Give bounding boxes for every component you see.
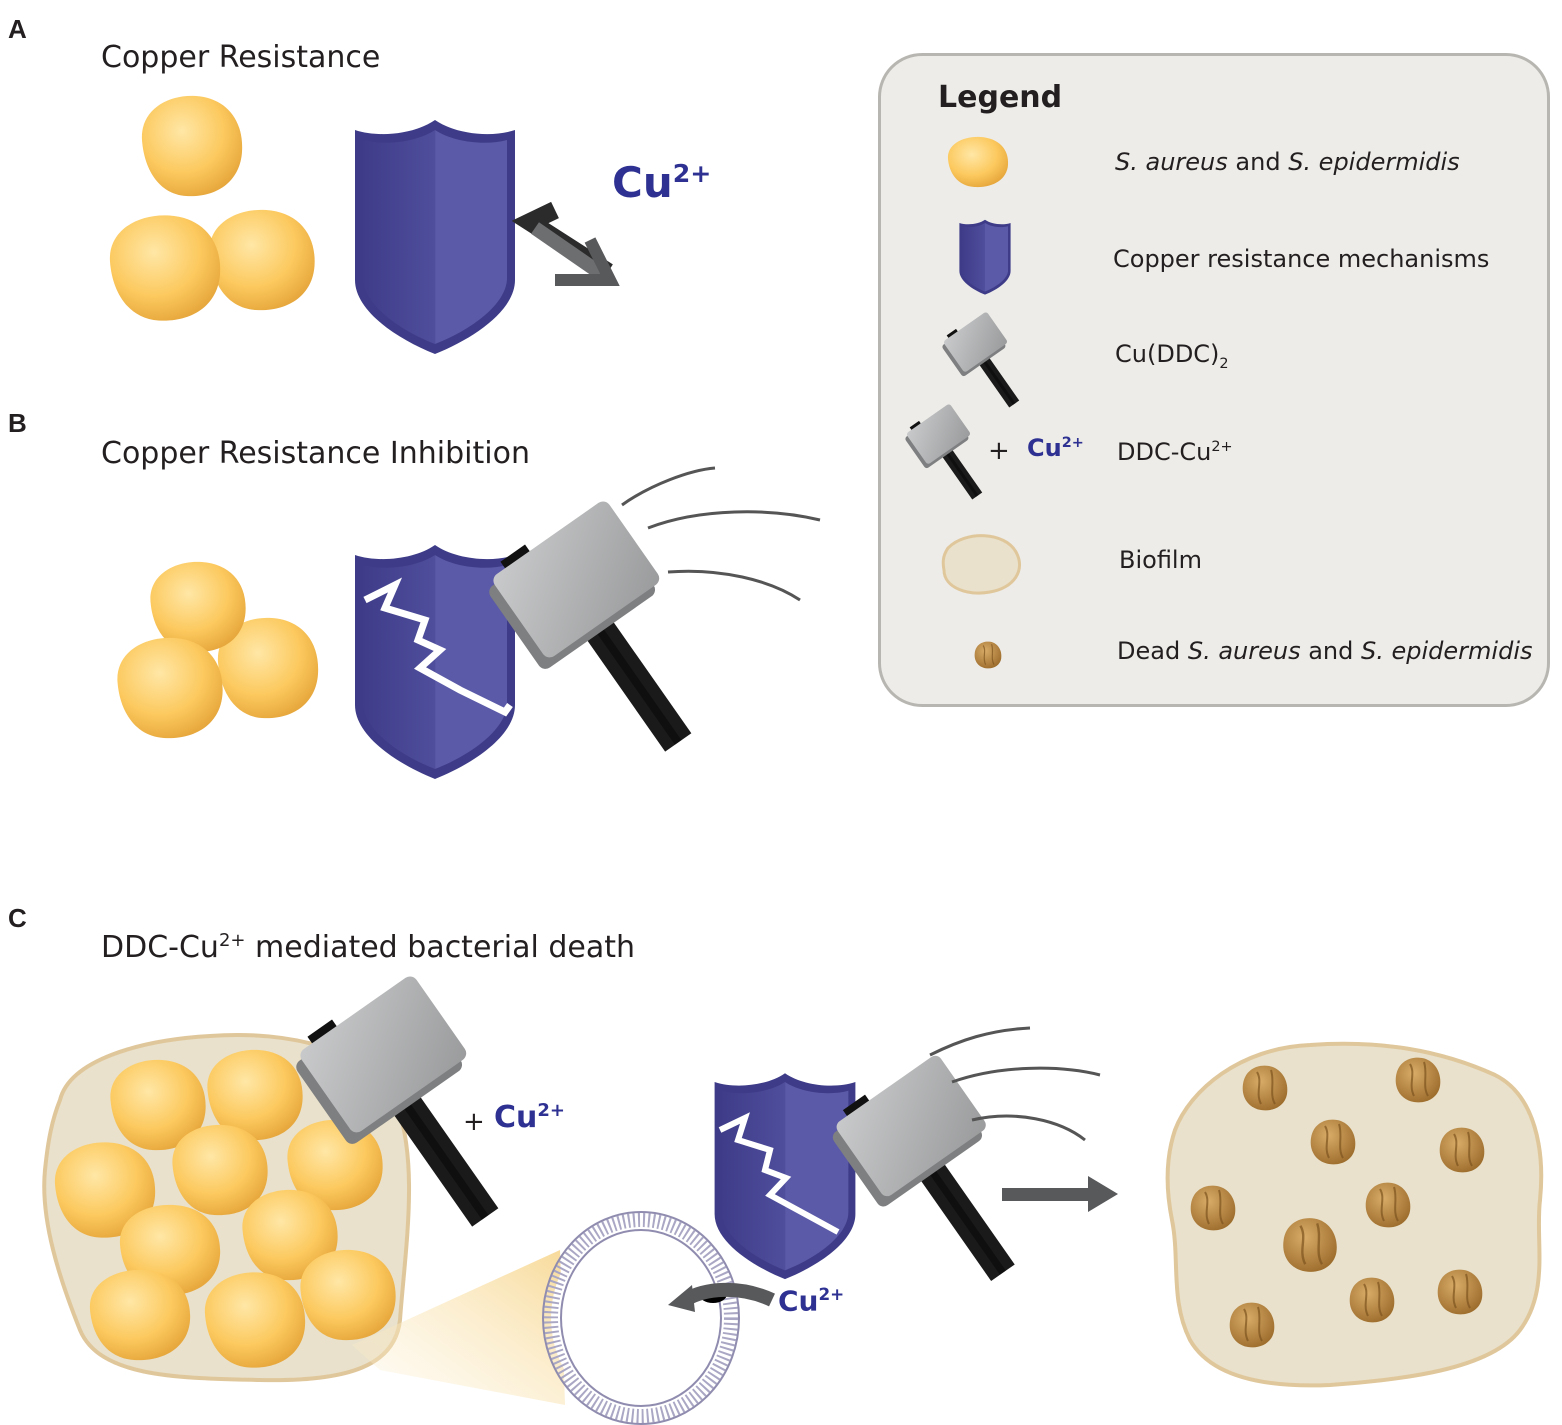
motion-line: [647, 510, 821, 530]
panel-c-influx-cu-ion: Cu2+: [778, 1284, 845, 1318]
panel-c-cu-ion: Cu2+: [494, 1100, 565, 1135]
legend-cu-ion: Cu2+: [1027, 434, 1084, 462]
legend-shield-icon: [959, 219, 1011, 295]
motion-line: [667, 569, 801, 602]
panel-c-title: DDC-Cu2+ mediated bacterial death: [101, 930, 635, 965]
legend-dead-bacteria-icon: [974, 640, 1002, 670]
motion-line: [929, 1026, 1031, 1057]
panel-a-cu-ion: Cu2+: [612, 158, 712, 207]
legend-label-ddc-cu: DDC-Cu2+: [1117, 438, 1233, 466]
legend-biofilm-icon: [941, 534, 1022, 595]
legend-hammer-icon: [937, 308, 1040, 420]
panel-c-cracked-shield: [714, 1073, 856, 1280]
legend-label-dead-bacteria: Dead S. aureus and S. epidermidis: [1117, 637, 1533, 665]
motion-line: [621, 466, 716, 507]
panel-a-bacteria-cluster: [109, 95, 315, 321]
panel-c-letter: C: [8, 903, 27, 933]
panel-b-bacteria-cluster: [117, 561, 319, 739]
panel-b-title: Copper Resistance Inhibition: [101, 436, 530, 471]
legend-plus-sign: +: [988, 436, 1010, 466]
legend-title: Legend: [938, 80, 1063, 115]
legend-label-bacteria: S. aureus and S. epidermidis: [1115, 148, 1460, 176]
panel-c-plus-sign: +: [463, 1107, 485, 1137]
motion-line: [971, 1114, 1086, 1142]
panel-a-title: Copper Resistance: [101, 40, 381, 75]
legend-bacteria-icon: [947, 136, 1009, 188]
result-arrow: [1002, 1176, 1118, 1212]
panel-b-cracked-shield: [355, 545, 515, 779]
legend-label-biofilm: Biofilm: [1119, 546, 1202, 574]
legend-label-shield: Copper resistance mechanisms: [1113, 245, 1490, 273]
legend-label-cu-ddc2: Cu(DDC)2: [1115, 340, 1229, 372]
cell-membrane: [542, 1211, 740, 1425]
panel-b-letter: B: [8, 408, 27, 438]
legend-hammer-plus-icon: [900, 400, 1003, 512]
panel-b-hammer: [477, 491, 744, 783]
panel-a-letter: A: [8, 14, 27, 44]
panel-c-second-hammer: [822, 1047, 1062, 1309]
motion-line: [951, 1066, 1101, 1084]
zoom-cone: [352, 1250, 565, 1405]
panel-a-shield: [355, 120, 515, 354]
